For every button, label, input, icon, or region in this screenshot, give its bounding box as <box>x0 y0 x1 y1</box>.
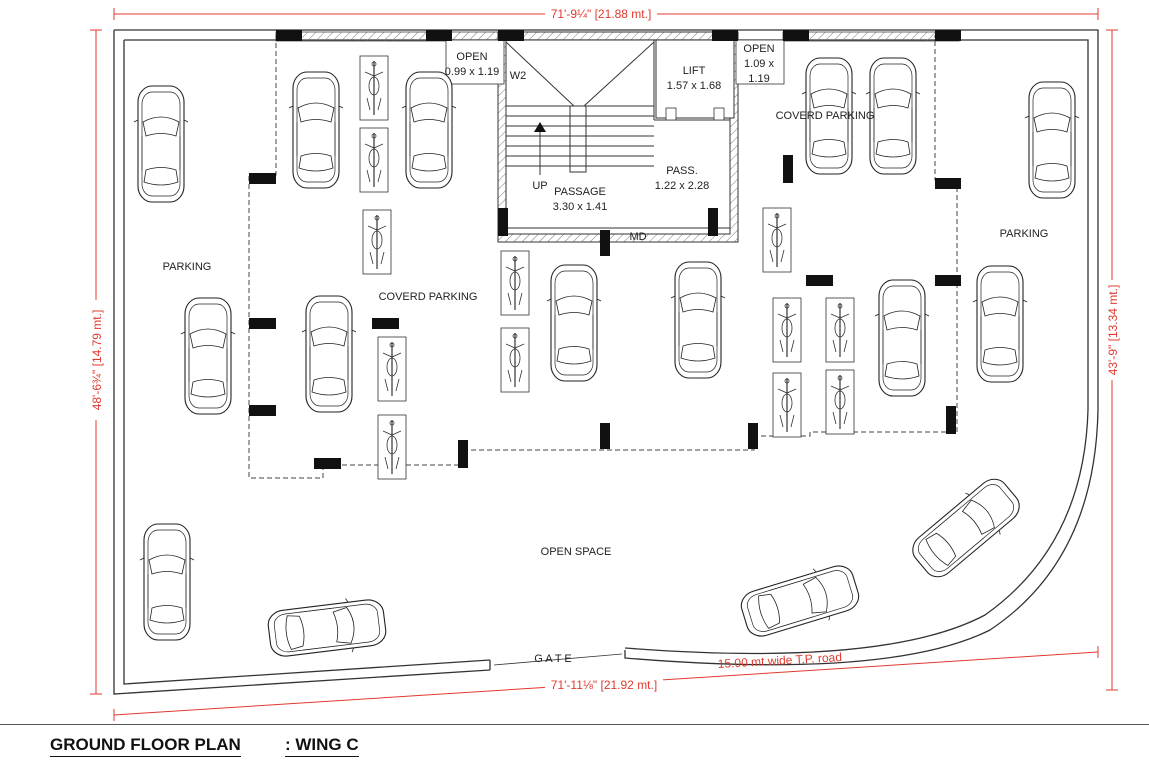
pass-size: 1.22 x 2.28 <box>655 180 709 192</box>
passage-size: 3.30 x 1.41 <box>553 201 607 213</box>
gate-label: G A T E <box>534 653 572 665</box>
car-2 <box>288 71 344 189</box>
open-duct-left <box>445 39 505 85</box>
parking-left-label: PARKING <box>163 261 212 273</box>
building-outline <box>248 35 958 479</box>
title-block: GROUND FLOOR PLAN : WING C <box>0 724 1149 769</box>
open-right-title: OPEN <box>743 43 774 55</box>
dimension-bottom: 71'-11⅛" [21.92 mt.] <box>551 678 657 692</box>
road-label: 15.00 mt wide T.P. road <box>717 650 842 671</box>
car-7 <box>180 297 236 415</box>
open-space-label: OPEN SPACE <box>541 546 612 558</box>
car-8 <box>301 295 357 413</box>
dimension-right: 43'-9" [13.34 mt.] <box>1106 285 1120 376</box>
coverd-parking-left-label: COVERD PARKING <box>379 291 478 303</box>
columns <box>249 30 961 469</box>
drawing-subtitle: : WING C <box>285 735 359 757</box>
car-15 <box>736 557 864 645</box>
car-14 <box>265 593 389 663</box>
up-label: UP <box>532 180 547 192</box>
gate-line <box>493 653 623 666</box>
open-right-size-2: 1.19 <box>748 73 769 85</box>
car-3 <box>401 71 457 189</box>
lift-size: 1.57 x 1.68 <box>667 80 721 92</box>
car-13 <box>139 523 195 641</box>
w2-label: W2 <box>510 70 527 82</box>
open-duct-right <box>735 39 785 85</box>
floor-plan: 71'-9¼" [21.88 mt.] 48'-6¾" [14.79 mt.] … <box>88 6 1120 721</box>
md-label: MD <box>629 231 646 243</box>
open-left-title: OPEN <box>456 51 487 63</box>
wall-top-right <box>782 31 960 42</box>
lift-title: LIFT <box>683 65 706 77</box>
lift-shaft <box>655 39 735 119</box>
drawing-title: GROUND FLOOR PLAN <box>50 735 241 757</box>
car-11 <box>874 279 930 397</box>
car-10 <box>670 261 726 379</box>
open-left-size: 0.99 x 1.19 <box>445 66 499 78</box>
open-right-size-1: 1.09 x <box>744 58 774 70</box>
parking-right-label: PARKING <box>1000 228 1049 240</box>
car-12 <box>972 265 1028 383</box>
car-1 <box>133 85 189 203</box>
dimension-left: 48'-6¾" [14.79 mt.] <box>90 310 104 411</box>
car-9 <box>546 264 602 382</box>
car-16 <box>903 469 1029 587</box>
passage-title: PASSAGE <box>554 186 606 198</box>
pass-title: PASS. <box>666 165 698 177</box>
dimension-top: 71'-9¼" [21.88 mt.] <box>551 7 652 21</box>
coverd-parking-right-label: COVERD PARKING <box>776 110 875 122</box>
up-arrow-icon <box>534 122 546 132</box>
plot-boundary <box>113 29 1099 695</box>
car-6 <box>1024 81 1080 199</box>
